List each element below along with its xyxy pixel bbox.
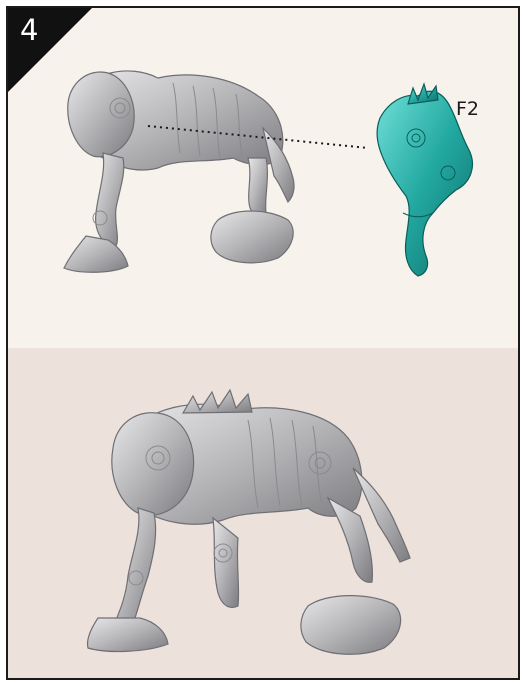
step-number: 4 [20,16,38,45]
step-panel-bottom [8,348,518,678]
wolf-complete-gray [87,390,410,654]
instruction-frame: F2 [6,6,520,680]
wolf-completed-assembly-illustration [8,348,518,678]
part-label-f2: F2 [456,98,479,120]
wolf-body-gray [64,71,294,272]
